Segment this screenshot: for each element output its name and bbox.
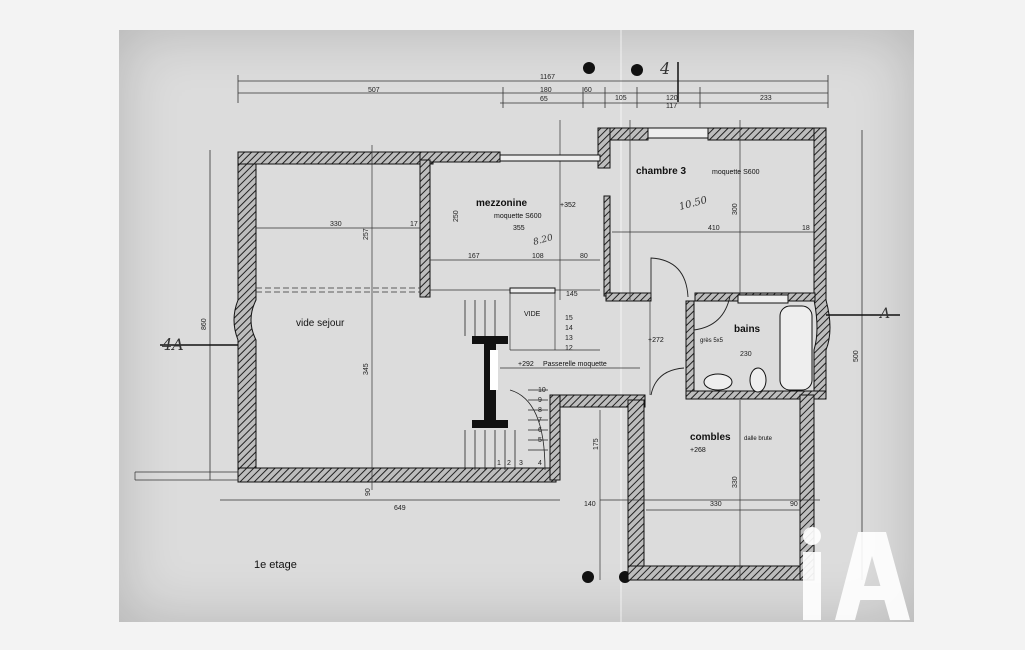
dim-top-3: 60 (584, 87, 592, 94)
stair-steps (464, 300, 548, 471)
windows (499, 127, 709, 294)
walls (233, 127, 831, 581)
dim-w-2: 17 (410, 221, 418, 228)
dim-w-7: 18 (802, 225, 810, 232)
svg-text:4: 4 (538, 460, 542, 467)
interior-lines (134, 120, 820, 580)
stair-core (472, 336, 508, 428)
dim-w-1: 330 (330, 221, 342, 228)
svg-text:6: 6 (538, 427, 542, 434)
dim-h-6: 330 (732, 476, 739, 488)
stair-numbers: 10 9 8 7 6 5 4 3 2 1 14 13 12 15 (497, 315, 573, 467)
section-marker-left: 4A (160, 335, 238, 354)
floor-label: 1e etage (254, 559, 297, 571)
svg-text:15: 15 (565, 315, 573, 322)
dim-h-1: 257 (363, 228, 370, 240)
svg-text:2: 2 (507, 460, 511, 467)
dim-bottom-3: 90 (790, 501, 798, 508)
dim-top-4: 105 (615, 95, 627, 102)
dim-w-6: 410 (708, 225, 720, 232)
section-marker-right: A (826, 306, 900, 322)
dim-w-5: 80 (580, 253, 588, 260)
combles-height: +268 (690, 447, 706, 454)
dim-misc-1: 145 (566, 291, 578, 298)
bains-label: bains (734, 324, 761, 335)
dim-total-top: 1167 (540, 74, 555, 81)
bath-fixtures (703, 294, 813, 393)
svg-text:10: 10 (538, 387, 546, 394)
ia-logo: iA (0, 0, 910, 620)
doors (650, 257, 731, 396)
section-marker-top: 4 (659, 59, 679, 102)
svg-text:8: 8 (538, 407, 542, 414)
landing-level: +272 (648, 337, 664, 344)
svg-text:7: 7 (538, 417, 542, 424)
dim-h-7: 90 (365, 488, 372, 496)
dim-top-sub-1: 65 (540, 96, 548, 103)
punch-hole (582, 571, 594, 583)
punch-hole (631, 64, 643, 76)
vide-label: VIDE (524, 311, 541, 318)
svg-text:13: 13 (565, 335, 573, 342)
svg-text:3: 3 (519, 460, 523, 467)
combles-note: dalle brute (744, 436, 773, 442)
svg-text:A: A (878, 306, 890, 322)
mezzonine-height: +352 (560, 202, 576, 209)
dim-top-sub-2: 117 (666, 103, 677, 110)
dim-top-2: 180 (540, 87, 552, 94)
hand-annotation-2: 8.20 (532, 233, 554, 248)
hand-annotation-1: 10.50 (678, 195, 709, 213)
punch-hole (583, 62, 595, 74)
mezzonine-label: mezzonine (476, 198, 528, 209)
dim-h-5: 175 (593, 438, 600, 450)
dim-bottom-2: 330 (710, 501, 722, 508)
dim-misc-3: 860 (201, 318, 208, 330)
dim-h-2: 345 (363, 363, 370, 375)
svg-text:4A: 4A (161, 335, 184, 354)
dim-bottom-total: 649 (394, 505, 406, 512)
sheet-fold-line (620, 30, 622, 622)
svg-text:1: 1 (497, 460, 501, 467)
logo-text: iA (0, 0, 1, 1)
passerelle-height: +292 (518, 361, 534, 368)
dim-h-3: 250 (453, 210, 460, 222)
bains-note: grès 5x5 (700, 338, 724, 344)
mezzonine-dim: 355 (513, 225, 525, 232)
svg-text:9: 9 (538, 397, 542, 404)
top-dimension-lines (209, 75, 863, 580)
svg-text:5: 5 (538, 437, 542, 444)
dim-misc-2: 230 (740, 351, 752, 358)
dim-misc-4: 500 (853, 350, 860, 362)
dim-top-1: 507 (368, 87, 380, 94)
dim-w-4: 108 (532, 253, 544, 260)
passerelle-label: Passerelle moquette (543, 361, 607, 368)
chambre-floor: moquette S600 (712, 169, 760, 176)
vide-sejour-label: vide sejour (296, 318, 345, 329)
svg-text:4: 4 (659, 59, 670, 78)
svg-text:14: 14 (565, 325, 573, 332)
combles-label: combles (690, 432, 731, 443)
chambre-label: chambre 3 (636, 166, 686, 177)
mezzonine-floor: moquette S600 (494, 213, 542, 220)
dim-top-6: 233 (760, 95, 772, 102)
svg-text:12: 12 (565, 345, 573, 352)
dim-h-4: 300 (732, 203, 739, 215)
dim-bottom-1: 140 (584, 501, 596, 508)
dim-w-3: 167 (468, 253, 480, 260)
dim-top-5: 120 (666, 95, 678, 102)
